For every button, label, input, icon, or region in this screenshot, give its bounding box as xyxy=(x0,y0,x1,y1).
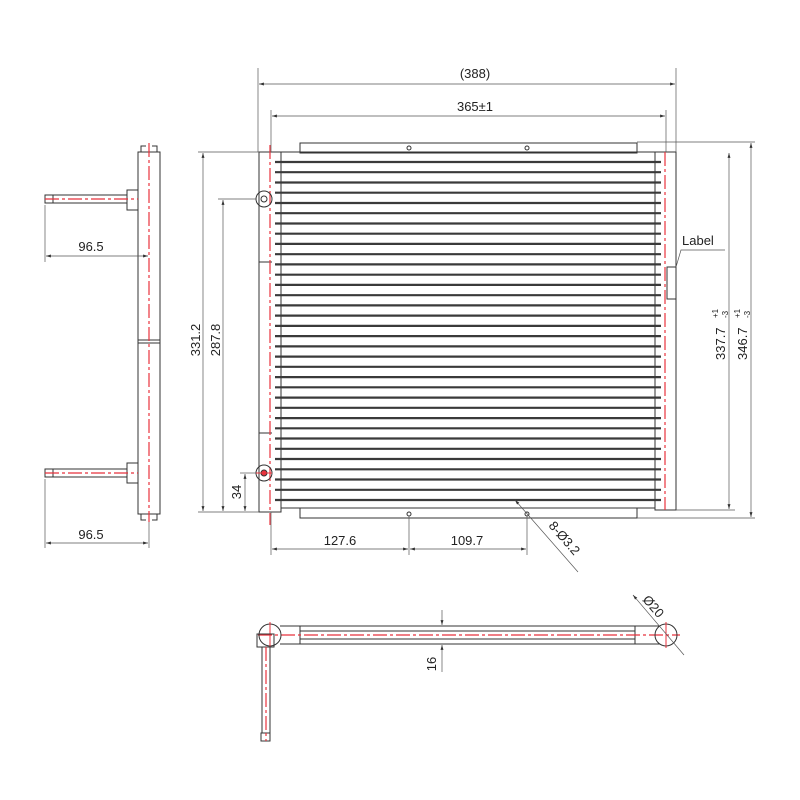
dim-pipe-length-top: 96.5 xyxy=(78,239,103,254)
dim-height-1: 337.7 +1 -3 xyxy=(711,308,730,360)
svg-text:346.7: 346.7 xyxy=(735,327,750,360)
dim-hole-spec: 8-Ø3.2 xyxy=(546,518,583,558)
svg-text:337.7: 337.7 xyxy=(713,327,728,360)
dim-overall-height: 331.2 xyxy=(188,324,203,357)
label-callout-text: Label xyxy=(682,233,714,248)
side-bottom-pipe xyxy=(44,462,139,484)
mount-hole xyxy=(406,145,412,151)
dim-thickness: 16 xyxy=(424,657,439,671)
dim-overall-width: (388) xyxy=(460,66,490,81)
label-box xyxy=(666,266,677,300)
dim-core-width: 365±1 xyxy=(457,99,493,114)
front-view: Label (388) 365±1 331.2 287.8 34 xyxy=(188,66,755,573)
dim-pipe-spacing: 287.8 xyxy=(208,324,223,357)
bottom-bracket xyxy=(299,507,638,519)
tube-array xyxy=(275,160,661,502)
dim-pipe-length-bottom: 96.5 xyxy=(78,527,103,542)
mount-hole xyxy=(406,511,412,517)
dim-header-diameter: Ø20 xyxy=(640,592,667,620)
side-view: 96.5 96.5 xyxy=(44,143,161,548)
dim-hole-pos-1: 127.6 xyxy=(324,533,357,548)
core-outline xyxy=(280,151,656,509)
top-bracket xyxy=(299,142,638,154)
dim-hole-pos-2: 109.7 xyxy=(451,533,484,548)
mount-hole xyxy=(524,145,530,151)
dim-bottom-offset: 34 xyxy=(229,485,244,499)
top-view: Ø20 16 xyxy=(256,592,685,742)
svg-text:+1: +1 xyxy=(733,308,742,318)
svg-text:+1: +1 xyxy=(711,308,720,318)
svg-text:-3: -3 xyxy=(721,310,730,318)
dim-height-2: 346.7 +1 -3 xyxy=(733,308,752,360)
side-top-pipe xyxy=(44,189,139,211)
svg-text:-3: -3 xyxy=(743,310,752,318)
